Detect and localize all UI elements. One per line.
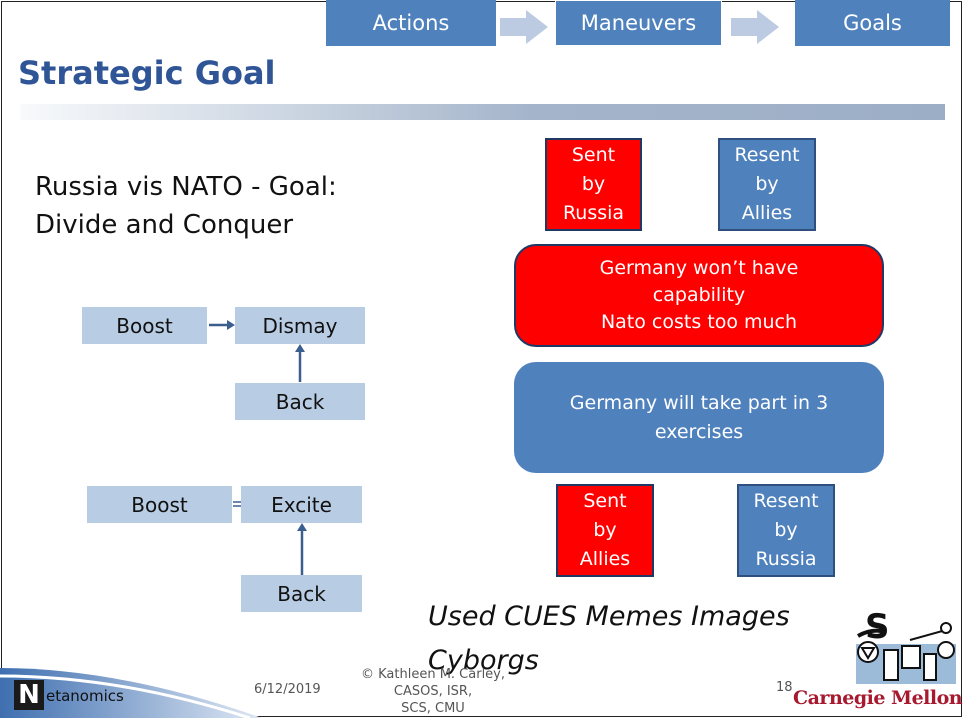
arrow-up-icon — [295, 344, 305, 382]
sent-by-russia-box: Sent by Russia — [545, 138, 642, 231]
carnegie-mellon-logo: Carnegie Mellon — [793, 687, 963, 709]
diagram2-boost-box: Boost — [87, 486, 232, 523]
diagram2-excite-label: Excite — [271, 492, 332, 517]
stage-goals-label: Goals — [843, 11, 902, 35]
diagram1-boost-box: Boost — [82, 307, 207, 344]
casos-logo-icon — [856, 622, 956, 684]
sent-by-russia-line1: Sent — [571, 144, 616, 166]
resent-by-russia-box: Resent by Russia — [737, 484, 835, 577]
sent-by-allies-line2: by — [593, 519, 617, 541]
netanomics-logo-text: etanomics — [46, 687, 124, 705]
footer-copyright: © Kathleen M. Carley, CASOS, ISR, SCS, C… — [338, 666, 528, 717]
footnote: Used CUES Memes Images Cyborgs — [428, 595, 790, 683]
footer-swoosh — [0, 668, 262, 718]
sent-by-russia-line3: Russia — [562, 202, 625, 224]
title-underline — [20, 104, 945, 120]
arrow-up-icon — [297, 523, 307, 576]
germany-exercises-message: Germany will take part in 3 exercises — [514, 362, 884, 473]
diagram1-boost-label: Boost — [116, 313, 173, 338]
red-message-line2: capability — [652, 284, 746, 306]
blue-message-line1: Germany will take part in 3 — [569, 391, 829, 414]
netanomics-logo-mark: N — [14, 680, 44, 710]
resent-by-russia-line3: Russia — [755, 548, 817, 570]
stage-goals: Goals — [795, 0, 950, 46]
resent-by-russia-line1: Resent — [753, 490, 819, 512]
germany-capability-message: Germany won’t have capability Nato costs… — [514, 244, 884, 347]
arrow-right-icon — [731, 10, 779, 44]
red-message-line1: Germany won’t have — [599, 257, 799, 279]
sent-by-allies-line3: Allies — [579, 548, 631, 570]
resent-by-allies-line3: Allies — [741, 202, 793, 224]
copyright-line1: © Kathleen M. Carley, CASOS, ISR, — [360, 667, 505, 699]
blue-message-line2: exercises — [654, 420, 744, 443]
slide-subtitle: Russia vis NATO - Goal: Divide and Conqu… — [35, 168, 337, 244]
stage-actions-label: Actions — [372, 11, 450, 35]
footer-date: 6/12/2019 — [254, 682, 321, 697]
red-message-line3: Nato costs too much — [600, 311, 798, 333]
footnote-line1: Used CUES Memes Images — [428, 601, 790, 632]
diagram2-back-label: Back — [277, 581, 326, 606]
resent-by-allies-line2: by — [755, 173, 779, 195]
diagram2-back-box: Back — [241, 575, 362, 612]
resent-by-allies-box: Resent by Allies — [718, 138, 816, 231]
sent-by-allies-box: Sent by Allies — [556, 484, 654, 577]
diagram1-dismay-label: Dismay — [262, 313, 338, 338]
casos-logo-text: S — [865, 607, 890, 647]
arrow-right-icon — [209, 320, 235, 330]
stage-actions: Actions — [326, 0, 496, 46]
sent-by-russia-line2: by — [581, 173, 606, 195]
diagram2-excite-box: Excite — [241, 486, 362, 523]
sent-by-allies-line1: Sent — [583, 490, 627, 512]
footnote-line2: Cyborgs — [428, 645, 539, 676]
stage-maneuvers: Maneuvers — [555, 0, 722, 46]
diagram1-back-label: Back — [275, 389, 325, 414]
diagram1-back-box: Back — [235, 383, 365, 420]
stage-maneuvers-label: Maneuvers — [580, 11, 697, 35]
resent-by-russia-line2: by — [774, 519, 798, 541]
resent-by-allies-line1: Resent — [734, 144, 800, 166]
diagram1-dismay-box: Dismay — [235, 307, 365, 344]
subtitle-line-2: Divide and Conquer — [35, 210, 294, 240]
diagram2-boost-label: Boost — [131, 492, 188, 517]
copyright-line2: SCS, CMU — [401, 701, 465, 716]
arrow-right-icon — [500, 10, 548, 44]
page-title: Strategic Goal — [18, 54, 276, 92]
subtitle-line-1: Russia vis NATO - Goal: — [35, 172, 337, 202]
page-number: 18 — [776, 680, 793, 695]
